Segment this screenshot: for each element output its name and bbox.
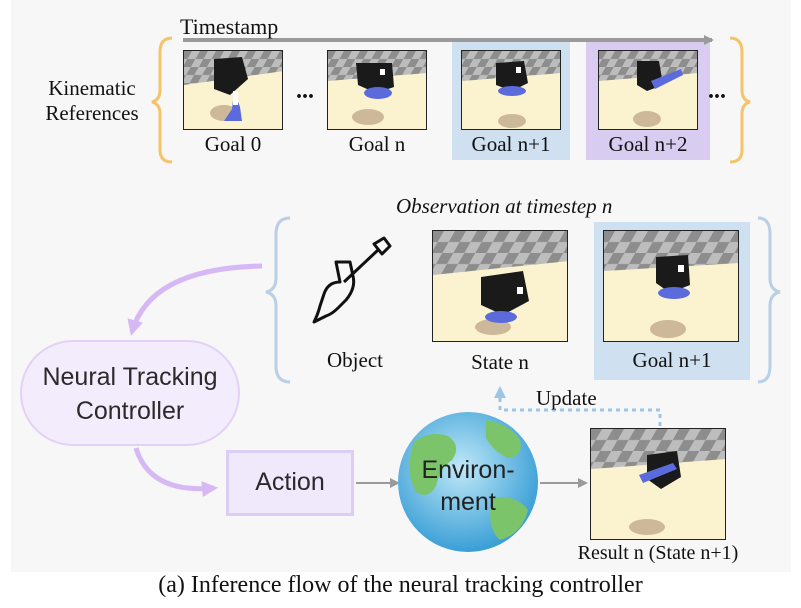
environment-label-line1: Environ- — [421, 456, 515, 484]
obs-goal-n1-label: Goal n+1 — [632, 348, 712, 372]
controller-label: Neural Tracking Controller — [20, 360, 240, 428]
ellipsis-right: ... — [708, 78, 726, 104]
ellipsis-left: ... — [296, 78, 314, 104]
kinematic-label-line2: References — [45, 101, 139, 125]
action-box — [226, 450, 354, 516]
goal-n-image — [327, 50, 427, 130]
goal-n-label: Goal n — [348, 132, 406, 156]
action-label: Action — [255, 468, 325, 496]
state-n-label: State n — [471, 350, 529, 374]
object-label: Object — [327, 348, 383, 372]
controller-to-action-arrow — [133, 447, 218, 498]
result-n-image — [590, 428, 726, 540]
goal-n1-label: Goal n+1 — [471, 132, 551, 156]
environment-globe-icon — [398, 412, 538, 552]
goal-n1-image — [461, 50, 561, 130]
observation-bracket-right — [757, 216, 781, 384]
environment-label: Environ- ment — [400, 454, 536, 518]
goal-0-label: Goal 0 — [204, 132, 262, 156]
observation-bracket-left — [265, 216, 291, 384]
result-label: Result n (State n+1) — [577, 542, 739, 564]
controller-label-line1: Neural Tracking — [42, 363, 218, 391]
update-arrow — [494, 386, 662, 426]
kinematic-references-label: Kinematic References — [28, 76, 156, 126]
timestamp-label: Timestamp — [180, 14, 279, 39]
environment-label-line2: ment — [440, 488, 496, 516]
reference-bracket-left — [151, 36, 173, 164]
shovel-icon — [312, 236, 392, 324]
controller-label-line2: Controller — [75, 397, 185, 425]
neural-tracking-controller — [20, 340, 240, 446]
update-label: Update — [536, 386, 597, 410]
goal-0-image — [183, 50, 283, 130]
state-n-image — [432, 230, 568, 342]
observation-to-controller-arrow — [127, 263, 263, 336]
goal-n2-image — [598, 50, 698, 130]
kinematic-label-line1: Kinematic — [48, 76, 136, 100]
reference-bracket-right — [729, 36, 751, 164]
goal-n2-label: Goal n+2 — [608, 132, 688, 156]
observation-title: Observation at timestep n — [396, 194, 613, 218]
figure-caption: (a) Inference flow of the neural trackin… — [158, 572, 643, 598]
goal-n1-observation-image — [603, 230, 739, 342]
